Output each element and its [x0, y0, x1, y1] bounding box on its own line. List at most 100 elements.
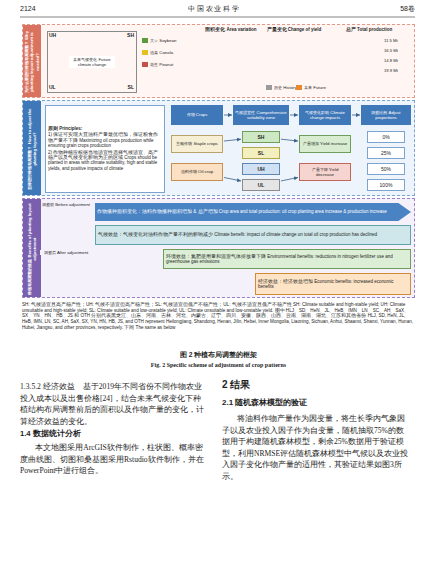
label-holder: 面积变化 Area variation	[202, 27, 260, 33]
label-holder: 调整前 Before adjustment	[40, 202, 92, 207]
figure-label: 14.8 Mt	[384, 58, 412, 63]
node-text: 2) 作物种植应根据当地适宜性选择气候适宜、高产稳产以及气候变化影响为正的区域 …	[48, 150, 162, 172]
band-strip: 为什么要进行种植布局调整？ Why planting layout adjust…	[23, 25, 41, 97]
arrow-fill	[95, 203, 411, 221]
zone-box: SH	[242, 131, 280, 143]
band-label: 种植布局调整的效益 Benefits of planting layout ad…	[27, 202, 37, 296]
label-holder: 总产 Total production	[328, 27, 410, 33]
label-holder: 1.4 数据统计分析	[20, 429, 208, 438]
figure-label: SH: 气候适宜且高产稳产性；UH: 气候不适宜但高产稳产性；SL: 气候适宜但…	[22, 302, 415, 331]
connector-arrow	[281, 139, 298, 141]
crop-box: 油料作物 Oil crop	[171, 163, 223, 181]
legend-swatch	[142, 62, 148, 67]
figure-label: 产量变化 Change of yield	[264, 27, 324, 33]
column-header: 调整比例 Adjust proportions	[361, 105, 411, 125]
legend-item: 花生 Peanut	[142, 62, 173, 67]
node-text: 气候效益：气候变化对油料作物产量不利的影响减少 Climate benefit:…	[98, 232, 408, 237]
figure-label: Fig. 2 Specific scheme of adjustment of …	[22, 362, 415, 370]
band-strip: 种植布局调整的效益 Benefits of planting layout ad…	[23, 199, 41, 297]
body-text: 2.1 随机森林模型的验证	[222, 398, 410, 408]
body-text: 2 结果	[222, 379, 410, 392]
body-text: 本文地图采用ArcGIS软件制作，柱状图、概率密度曲线图、切图和桑基图采用Rst…	[20, 442, 208, 477]
figure-label: SL	[119, 84, 134, 90]
figure-label: UH	[49, 32, 63, 38]
label-holder: 19.9 Mt	[384, 68, 412, 73]
proportion-box: 25%	[367, 147, 405, 159]
header-rule	[20, 17, 415, 18]
node-text: 气候适宜性 Comprehensive suitability zone	[235, 110, 287, 120]
figure-caption: 图 2 种植布局调整的框架	[22, 351, 415, 360]
node-text: 未来气候变化 Future climate change	[69, 56, 115, 68]
label-holder: 11.5 Mt	[384, 38, 412, 43]
node-text: 油料作物 Oil crop	[174, 169, 220, 174]
node-text: 环境效益：氮肥使用量和温室气体排放量下降 Environmental benef…	[166, 254, 408, 265]
label-holder: 1.3.5.2 经济效益 基于2019年不同省份不同作物农业投入成本以及出售价格…	[20, 381, 208, 427]
node-text: 调整比例 Adjust proportions	[363, 110, 409, 120]
label-holder: 16.5 Mt	[384, 48, 412, 53]
label-holder: 2 结果	[222, 379, 410, 392]
node-text: 25%	[370, 150, 402, 156]
label-holder: UH	[49, 32, 63, 38]
band-label-holder: 怎样进行种植布局调整？ How to adjust the planting l…	[23, 101, 41, 197]
proportion-box: 100%	[367, 179, 405, 191]
label-holder: SL	[119, 84, 134, 90]
environment-benefit-box: 环境效益：氮肥使用量和温室气体排放量下降 Environmental benef…	[163, 249, 411, 269]
legend-item: 未来 Future	[296, 85, 326, 90]
proportion-box: 0%	[367, 131, 405, 143]
figure-label: 11.5 Mt	[384, 38, 412, 43]
node-text: UL	[245, 182, 277, 188]
label-holder: SH	[119, 32, 134, 38]
connector-arrow	[290, 115, 298, 116]
legend-swatch	[266, 85, 272, 90]
connector-arrow	[224, 139, 241, 141]
node-text: 气候变化影响 Climate change impacts	[301, 110, 349, 120]
label-holder: SH: 气候适宜且高产稳产性；UH: 气候不适宜但高产稳产性；SL: 气候适宜但…	[22, 302, 415, 331]
figure-label: 面积变化 Area variation	[202, 27, 260, 33]
legend-text: 大豆 Soybean	[150, 38, 177, 43]
band-strip: 怎样进行种植布局调整？ How to adjust the planting l…	[23, 101, 41, 195]
label-holder: UL	[49, 84, 63, 90]
zone-box: UL	[242, 179, 280, 191]
figure-label: 调整后 After adjustment	[40, 250, 92, 255]
label-holder: 产量变化 Change of yield	[264, 27, 324, 33]
legend-text: 油菜 Canola	[150, 50, 173, 55]
figure-label: 中 国 农 业 科 学	[120, 5, 307, 14]
method-band: 怎样进行种植布局调整？ How to adjust the planting l…	[22, 100, 415, 196]
connector-arrow	[224, 177, 241, 180]
column-header: 气候变化影响 Climate change impacts	[299, 105, 351, 125]
node-text: SH	[245, 134, 277, 140]
figure-label: 58卷	[355, 5, 415, 14]
suitability-quadrant: 未来气候变化 Future climate change	[47, 31, 137, 93]
node-text: 经济效益：经济效益增加 Economic benefits: increased…	[258, 279, 408, 290]
node-text: 50%	[370, 166, 402, 172]
climate-benefit-box: 气候效益：气候变化对油料作物产量不利的影响减少 Climate benefit:…	[95, 225, 411, 245]
connector-arrow	[281, 177, 298, 180]
economic-benefit-box: 经济效益：经济效益增加 Economic benefits: increased…	[255, 273, 411, 295]
zone-box: UH	[242, 163, 280, 175]
proportion-box: 50%	[367, 163, 405, 175]
figure-label: 调整前 Before adjustment	[40, 202, 92, 207]
connector-arrow	[352, 115, 360, 116]
figure-label: 总产 Total production	[328, 27, 410, 33]
node-text: 作物播种面积变化：油料作物播种面积增加 & 总产增加 Crop area and…	[97, 209, 399, 214]
legend-item: 历史 History	[266, 85, 297, 90]
legend-swatch	[142, 50, 148, 55]
figure-label: UL	[49, 84, 63, 90]
figure-label: 2124	[20, 5, 60, 14]
band-label-holder: 种植布局调整的效益 Benefits of planting layout ad…	[23, 199, 41, 299]
figure-label: SH	[119, 32, 134, 38]
zone-box: SL	[242, 147, 280, 159]
node-text: 100%	[370, 182, 402, 188]
label-holder: 14.8 Mt	[384, 58, 412, 63]
legend-item: 大豆 Soybean	[142, 38, 177, 43]
legend-swatch	[142, 38, 148, 43]
node-text: 产量下降 Yield decrease	[302, 167, 348, 178]
legend-text: 花生 Peanut	[150, 62, 173, 67]
label-holder: 本文地图采用ArcGIS软件制作，柱状图、概率密度曲线图、切图和桑基图采用Rst…	[20, 442, 208, 477]
body-text: 将油料作物产量作为因变量，将生长季内气象因子以及农业投入因子作为自变量，随机抽取…	[222, 413, 410, 482]
legend-item: 油菜 Canola	[142, 50, 173, 55]
band-label: 为什么要进行种植布局调整？ Why planting layout adjust…	[24, 28, 40, 96]
node-text: SL	[245, 150, 277, 156]
node-text: 主粮作物 Staple crops	[174, 141, 220, 146]
label-holder: 2.1 随机森林模型的验证	[222, 398, 410, 408]
